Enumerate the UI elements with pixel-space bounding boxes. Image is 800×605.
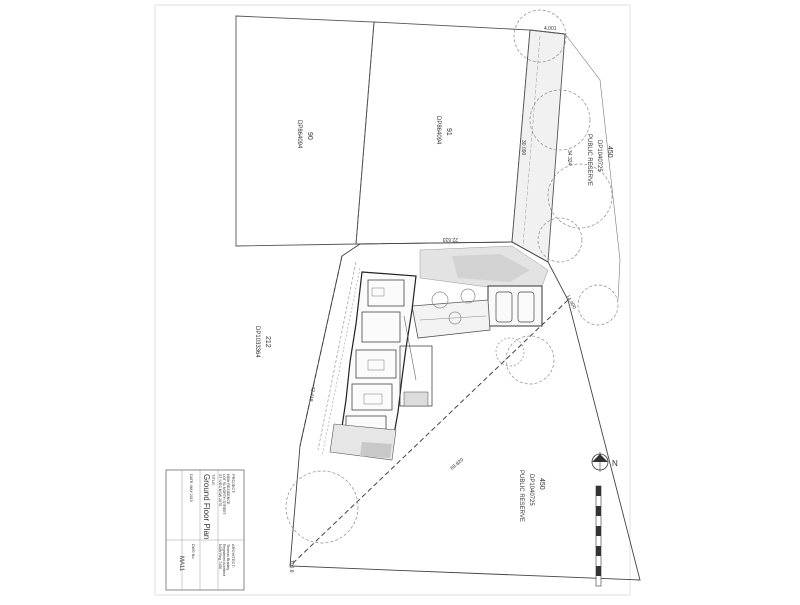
lot-91-number: 91 [445,128,452,136]
dim-inner-line: 30.090 [520,140,526,156]
lot-90-boundary [235,15,375,247]
reserve-east-labels: 450 DP1040725 PUBLIC RESERVE [586,134,613,186]
dim-east-upper: 34.324 [566,150,572,166]
drawing-title: Ground Floor Plan [202,474,211,539]
planting-bed [452,254,530,282]
driveway-edge-line [522,35,541,247]
west-boundary-dashed [299,255,343,447]
project-line-2: LOT 91 NORTH STREET [222,474,226,516]
lot-91-boundary [355,21,531,245]
terrace-step [360,442,392,458]
site-boundary [289,241,641,581]
lot-90-plan: DP864094 [296,120,302,149]
title-heading: TITLE: [211,474,216,486]
dwg-label: DWG No: [191,544,195,559]
north-arrow-icon: N [591,452,618,472]
north-label: N [612,459,618,468]
dwg-number: MA11 [178,556,184,572]
car-2-symbol [517,291,535,323]
reserve-south-plan: DP1040725 [528,474,534,506]
lot-212-plan: DP1033364 [254,326,260,358]
reserve-south-label: PUBLIC RESERVE [518,470,524,522]
architect-line-1: Thomas Bradley [226,544,230,570]
reserve-south-labels: 450 DP1040725 PUBLIC RESERVE [518,470,545,522]
reserve-east-number: 450 [606,146,613,158]
dim-south-diagonal: 69.820 [449,457,465,472]
lot-212-labels: 212 DP1033364 [254,326,271,358]
architect-line-2: Registered Architect [222,544,226,576]
car-1-symbol [495,291,513,323]
reserve-boundary-diagonal [289,299,569,567]
house-footprint [339,271,433,447]
lot-212-number: 212 [264,336,271,348]
scale-bar [595,485,602,587]
lot-90-number: 90 [306,132,313,140]
deck-line [419,315,487,321]
project-heading: PROJECT: [231,474,236,493]
dim-mid-offset: 22.633 [442,236,458,242]
reserve-south-number: 450 [538,478,545,490]
dim-bottom: 100.6 [288,560,294,573]
lot-91-labels: 91 DP864094 [435,116,452,145]
top-boundary [529,29,566,35]
lot-91-plan: DP864094 [435,116,441,145]
project-line-1: NEW RESIDENCE [226,474,230,505]
lot-90-labels: 90 DP864094 [296,120,313,149]
project-line-3: ST IVES NSW 2075 [218,474,222,506]
entry-deck [411,299,491,339]
date-label: DATE: MAY 2015 [189,474,193,502]
dim-top-corner: 4.001 [544,26,557,32]
architect-line-3: NSW Reg 7456 [218,544,222,569]
reserve-east-label: PUBLIC RESERVE [586,134,592,186]
title-block: PROJECT: NEW RESIDENCE LOT 91 NORTH STRE… [165,469,245,591]
trees-group [285,9,619,544]
reserve-edge-east [564,33,621,301]
drawing-frame [154,4,631,596]
setback-line [317,261,357,451]
dim-west-boundary: 42.418 [307,386,316,402]
reserve-east-plan: DP1040725 [596,140,602,172]
access-handle [511,29,566,263]
architect-heading: ARCHITECT: [231,544,236,568]
